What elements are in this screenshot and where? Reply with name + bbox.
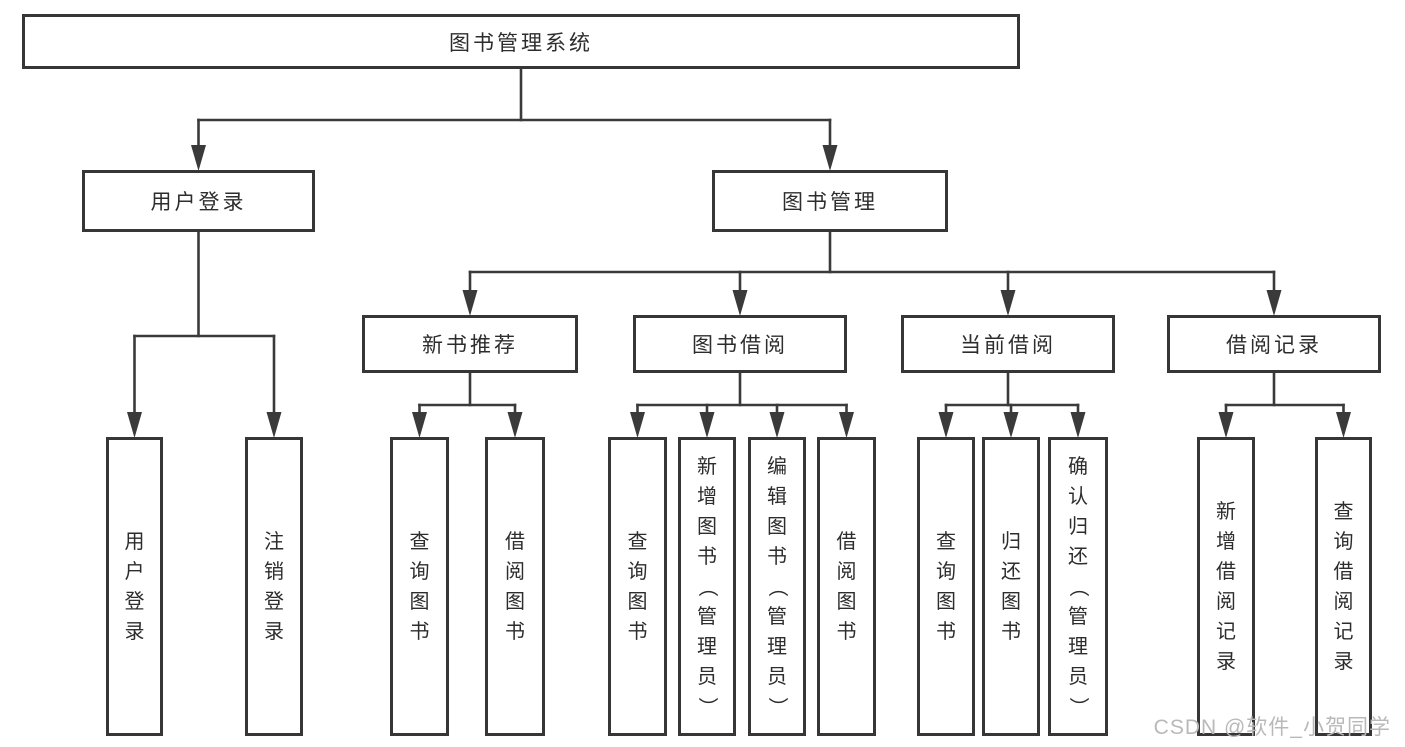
node-book-borrowing: 图书借阅 (633, 315, 847, 373)
leaf-edit-book-admin: 编辑图书（管理员） (748, 437, 806, 736)
leaf-borrow-books-2: 借阅图书 (817, 437, 876, 736)
node-new-book-recommend: 新书推荐 (362, 315, 578, 373)
node-current-borrowing: 当前借阅 (901, 315, 1115, 373)
leaf-borrow-books-1: 借阅图书 (485, 437, 545, 736)
node-user-login: 用户登录 (82, 170, 315, 232)
leaf-confirm-return-admin: 确认归还（管理员） (1048, 437, 1108, 736)
leaf-add-borrow-record: 新增借阅记录 (1197, 437, 1255, 736)
csdn-watermark: CSDN @软件_小贺同学 (1153, 716, 1391, 739)
node-borrowing-records: 借阅记录 (1167, 315, 1381, 373)
leaf-query-books-3: 查询图书 (917, 437, 975, 736)
leaf-add-book-admin: 新增图书（管理员） (678, 437, 736, 736)
leaf-query-borrow-record: 查询借阅记录 (1315, 437, 1372, 736)
leaf-return-books: 归还图书 (982, 437, 1040, 736)
node-book-management: 图书管理 (712, 170, 948, 232)
leaf-user-login: 用户登录 (106, 437, 163, 736)
leaf-query-books-1: 查询图书 (390, 437, 449, 736)
leaf-logout-login: 注销登录 (245, 437, 303, 736)
node-library-system: 图书管理系统 (22, 14, 1020, 69)
leaf-query-books-2: 查询图书 (608, 437, 667, 736)
